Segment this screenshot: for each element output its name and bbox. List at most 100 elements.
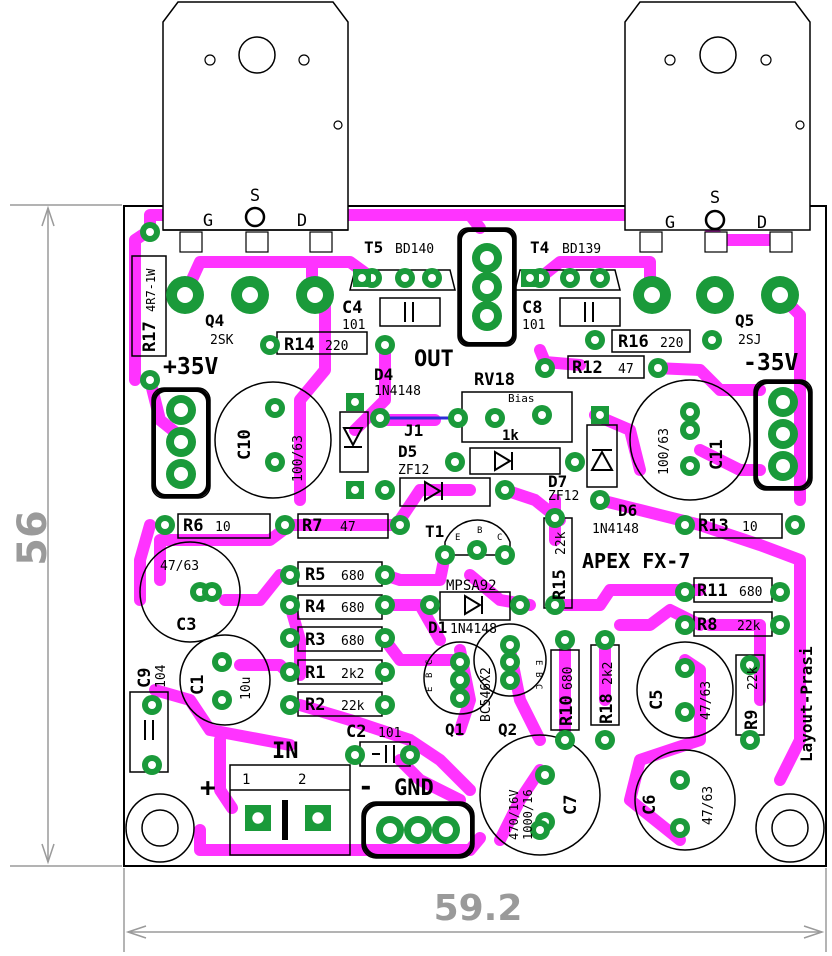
in-minus-label: -: [358, 772, 374, 802]
c7-value-1: 470/16V: [507, 789, 521, 840]
c1-ref: C1: [188, 675, 208, 695]
q4-value: 2SK: [210, 333, 234, 348]
r3-value: 680: [341, 634, 364, 649]
power-mosfet-q4: [162, 1, 349, 253]
t1-ref: T1: [425, 522, 444, 541]
r6-ref: R6: [183, 516, 203, 536]
c2-ref: C2: [346, 722, 366, 742]
q2-pin-b: B: [533, 672, 543, 677]
plus-35v-label: +35V: [163, 354, 219, 380]
r12-ref: R12: [572, 358, 603, 378]
r4-value: 680: [341, 601, 364, 616]
c8-ref: C8: [522, 298, 542, 318]
rv18-ref: RV18: [474, 370, 515, 390]
r18-value: 2k2: [601, 662, 616, 685]
q4-drain-label: D: [297, 211, 307, 231]
q1-ref: Q1: [445, 720, 464, 739]
r14-ref: R14: [284, 335, 315, 355]
dimension-lines: [10, 204, 827, 952]
r10-value: 680: [561, 667, 576, 690]
q5-ref: Q5: [735, 311, 754, 330]
q1-pin-b: B: [425, 673, 435, 678]
d7-value: ZF12: [548, 489, 579, 504]
r7-value: 47: [340, 520, 356, 535]
minus-35v-label: -35V: [743, 350, 799, 376]
c4-ref: C4: [342, 298, 362, 318]
t4-ref: T4: [530, 238, 549, 257]
r15-ref: R15: [550, 569, 570, 600]
width-dimension-label: 59.2: [434, 888, 523, 929]
c3-ref: C3: [176, 615, 196, 635]
c10-value: 100/63: [291, 435, 306, 482]
r2-ref: R2: [305, 695, 325, 715]
q5-drain-label: D: [757, 213, 767, 233]
c11-value: 100/63: [657, 428, 672, 475]
c6-value: 47/63: [701, 786, 716, 825]
q2-pin-e: E: [533, 660, 543, 665]
r9-value: 22k: [746, 666, 761, 690]
j1-ref: J1: [404, 421, 423, 440]
c8-value: 101: [522, 318, 545, 333]
d6-ref: D6: [618, 501, 637, 520]
connector-frames: [152, 228, 812, 858]
r13-ref: R13: [698, 516, 729, 536]
q1-pin-e: E: [425, 687, 435, 692]
in-pin2-label: 2: [298, 772, 306, 788]
r5-value: 680: [341, 569, 364, 584]
c6-ref: C6: [640, 795, 660, 815]
r6-value: 10: [215, 520, 231, 535]
t1-pin-c: C: [497, 533, 502, 543]
gnd-label: GND: [394, 776, 434, 801]
c10-ref: C10: [235, 429, 255, 460]
d1-value: 1N4148: [450, 622, 497, 637]
q2-ref: Q2: [498, 720, 517, 739]
c5-ref: C5: [647, 690, 667, 710]
r7-ref: R7: [302, 516, 322, 536]
q1q2-value: BC546X2: [479, 667, 494, 722]
c7-ref: C7: [561, 795, 581, 815]
c9-value: 104: [154, 664, 169, 688]
t1-pin-b: B: [477, 526, 482, 536]
r4-ref: R4: [305, 597, 325, 617]
in-pin1-label: 1: [242, 772, 250, 788]
c2-value: 101: [378, 726, 401, 741]
rv18-label: Bias: [508, 392, 535, 405]
out-label: OUT: [414, 347, 454, 372]
q5-source-label: S: [710, 188, 720, 208]
d7-ref: D7: [548, 472, 567, 491]
power-mosfet-q5: [624, 1, 811, 253]
d1-ref: D1: [428, 618, 447, 637]
c3-value: 47/63: [160, 559, 199, 574]
mpsa92-label: MPSA92: [446, 578, 497, 594]
r17-ref: R17: [140, 321, 160, 352]
r18-ref: R18: [597, 693, 617, 724]
r10-ref: R10: [557, 695, 577, 726]
c4-value: 101: [342, 318, 365, 333]
r12-value: 47: [618, 362, 634, 377]
in-plus-label: +: [200, 773, 216, 803]
component-labels: R17 4R7-1W Q4 2SK R14 220 T5 BD140 C4 10…: [135, 238, 816, 840]
credit-label: Layout-Prasi: [797, 646, 816, 762]
c7-value-2: 1000/16: [521, 789, 535, 840]
rv18-value: 1k: [502, 428, 519, 444]
d4-value: 1N4148: [374, 384, 421, 399]
r2-value: 22k: [341, 699, 365, 714]
pad-layer: [140, 222, 805, 844]
height-dimension-label: 56: [10, 510, 56, 566]
r8-value: 22k: [737, 619, 761, 634]
q2-pin-c: C: [533, 684, 543, 689]
r1-ref: R1: [305, 663, 325, 683]
d4-ref: D4: [374, 365, 393, 384]
d6-value: 1N4148: [592, 522, 639, 537]
c5-value: 47/63: [699, 681, 714, 720]
board-title: APEX FX-7: [582, 549, 690, 573]
t5-ref: T5: [364, 238, 383, 257]
r11-value: 680: [739, 585, 762, 600]
r17-value: 4R7-1W: [144, 268, 158, 312]
q1-pin-c: C: [425, 660, 435, 665]
d5-ref: D5: [398, 442, 417, 461]
c11-ref: C11: [707, 439, 727, 470]
c9-ref: C9: [135, 668, 155, 688]
r8-ref: R8: [697, 615, 717, 635]
